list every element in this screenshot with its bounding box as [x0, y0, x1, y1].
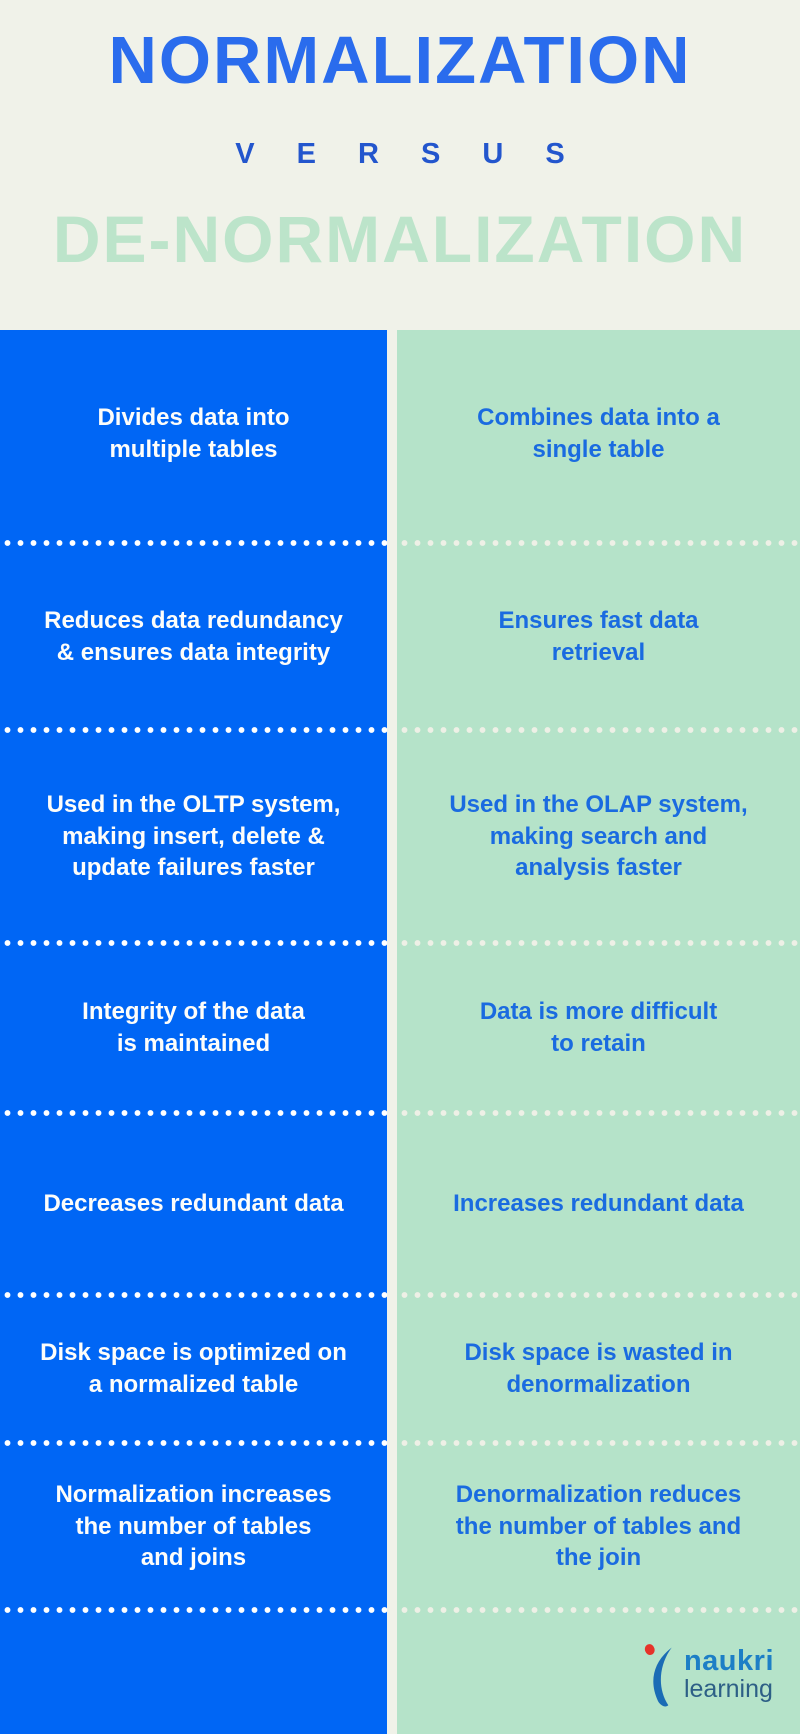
brand-text: naukri learning — [684, 1647, 774, 1702]
cell-text: Combines data into a single table — [477, 404, 720, 463]
page-title: NORMALIZATION — [108, 23, 692, 98]
divider-left-segment — [0, 1108, 387, 1118]
denormalization-cell: Data is more difficult to retain — [397, 948, 800, 1108]
column-gap — [387, 1118, 397, 1290]
denormalization-cell: Disk space is wasted in denormalization — [397, 1300, 800, 1438]
column-gap — [387, 1108, 397, 1118]
cell-text: Increases redundant data — [453, 1190, 744, 1218]
comparison-row: Reduces data redundancy & ensures data i… — [0, 548, 800, 725]
footer-row: naukri learning — [0, 1615, 800, 1734]
cell-text: Disk space is optimized on a normalized … — [40, 1339, 347, 1398]
divider-right-segment — [397, 1605, 800, 1615]
naukri-learning-logo: naukri learning — [638, 1642, 774, 1708]
dotted-divider — [0, 938, 800, 948]
denormalization-cell: Denormalization reduces the number of ta… — [397, 1448, 800, 1605]
dotted-divider — [0, 1438, 800, 1448]
dotted-divider — [0, 538, 800, 548]
normalization-cell: Reduces data redundancy & ensures data i… — [0, 548, 387, 725]
denormalization-cell: Increases redundant data — [397, 1118, 800, 1290]
normalization-cell: Decreases redundant data — [0, 1118, 387, 1290]
divider-right-segment — [397, 1438, 800, 1448]
divider-right-segment — [397, 1108, 800, 1118]
page-subtitle: DE-NORMALIZATION — [52, 202, 748, 277]
comparison-row: Disk space is optimized on a normalized … — [0, 1300, 800, 1438]
divider-left-segment — [0, 938, 387, 948]
normalization-cell: Integrity of the data is maintained — [0, 948, 387, 1108]
divider-right-segment — [397, 538, 800, 548]
divider-left-segment — [0, 538, 387, 548]
dotted-divider — [0, 1290, 800, 1300]
denormalization-cell: Ensures fast data retrieval — [397, 548, 800, 725]
cell-text: Used in the OLTP system, making insert, … — [46, 790, 341, 882]
dotted-divider — [0, 1605, 800, 1615]
column-gap — [387, 1448, 397, 1605]
divider-right-segment — [397, 938, 800, 948]
cell-text: Decreases redundant data — [43, 1190, 344, 1218]
brand-name: naukri — [683, 1645, 774, 1677]
versus-label: V E R S U S — [235, 138, 582, 171]
column-gap — [387, 1300, 397, 1438]
denormalization-cell: Combines data into a single table — [397, 330, 800, 538]
divider-right-segment — [397, 1290, 800, 1300]
divider-right-segment — [397, 725, 800, 735]
dotted-divider — [0, 1108, 800, 1118]
comparison-row: Decreases redundant data Increases redun… — [0, 1118, 800, 1290]
divider-left-segment — [0, 1605, 387, 1615]
column-gap — [387, 1290, 397, 1300]
divider-left-segment — [0, 725, 387, 735]
column-gap — [387, 735, 397, 938]
dotted-divider — [0, 725, 800, 735]
cell-text: Denormalization reduces the number of ta… — [455, 1480, 742, 1572]
comparison-row: Integrity of the data is maintained Data… — [0, 948, 800, 1108]
normalization-cell-empty — [0, 1615, 387, 1734]
cell-text: Data is more difficult to retain — [479, 998, 718, 1057]
cell-text: Disk space is wasted in denormalization — [464, 1339, 733, 1398]
column-gap — [387, 1605, 397, 1615]
denormalization-cell-logo: naukri learning — [397, 1615, 800, 1734]
cell-text: Divides data into multiple tables — [97, 404, 290, 463]
column-gap — [387, 725, 397, 735]
column-gap — [387, 938, 397, 948]
column-gap — [387, 1438, 397, 1448]
comparison-row: Used in the OLTP system, making insert, … — [0, 735, 800, 938]
comparison-table: Divides data into multiple tables Combin… — [0, 330, 800, 1734]
cell-text: Used in the OLAP system, making search a… — [449, 790, 748, 882]
cell-text: Reduces data redundancy & ensures data i… — [44, 606, 343, 666]
column-gap — [387, 330, 397, 538]
header: NORMALIZATION V E R S U S DE-NORMALIZATI… — [0, 0, 800, 330]
column-gap — [387, 538, 397, 548]
divider-left-segment — [0, 1290, 387, 1300]
column-gap — [387, 948, 397, 1108]
normalization-cell: Normalization increases the number of ta… — [0, 1448, 387, 1605]
column-gap — [387, 1615, 397, 1734]
naukri-swoosh-icon — [644, 1643, 672, 1706]
divider-left-segment — [0, 1438, 387, 1448]
cell-text: Integrity of the data is maintained — [82, 998, 305, 1057]
normalization-cell: Disk space is optimized on a normalized … — [0, 1300, 387, 1438]
denormalization-cell: Used in the OLAP system, making search a… — [397, 735, 800, 938]
normalization-cell: Used in the OLTP system, making insert, … — [0, 735, 387, 938]
cell-text: Ensures fast data retrieval — [498, 606, 699, 666]
comparison-row: Normalization increases the number of ta… — [0, 1448, 800, 1605]
comparison-row: Divides data into multiple tables Combin… — [0, 330, 800, 538]
column-gap — [387, 548, 397, 725]
cell-text: Normalization increases the number of ta… — [55, 1480, 332, 1572]
normalization-cell: Divides data into multiple tables — [0, 330, 387, 538]
brand-subname: learning — [683, 1675, 773, 1703]
